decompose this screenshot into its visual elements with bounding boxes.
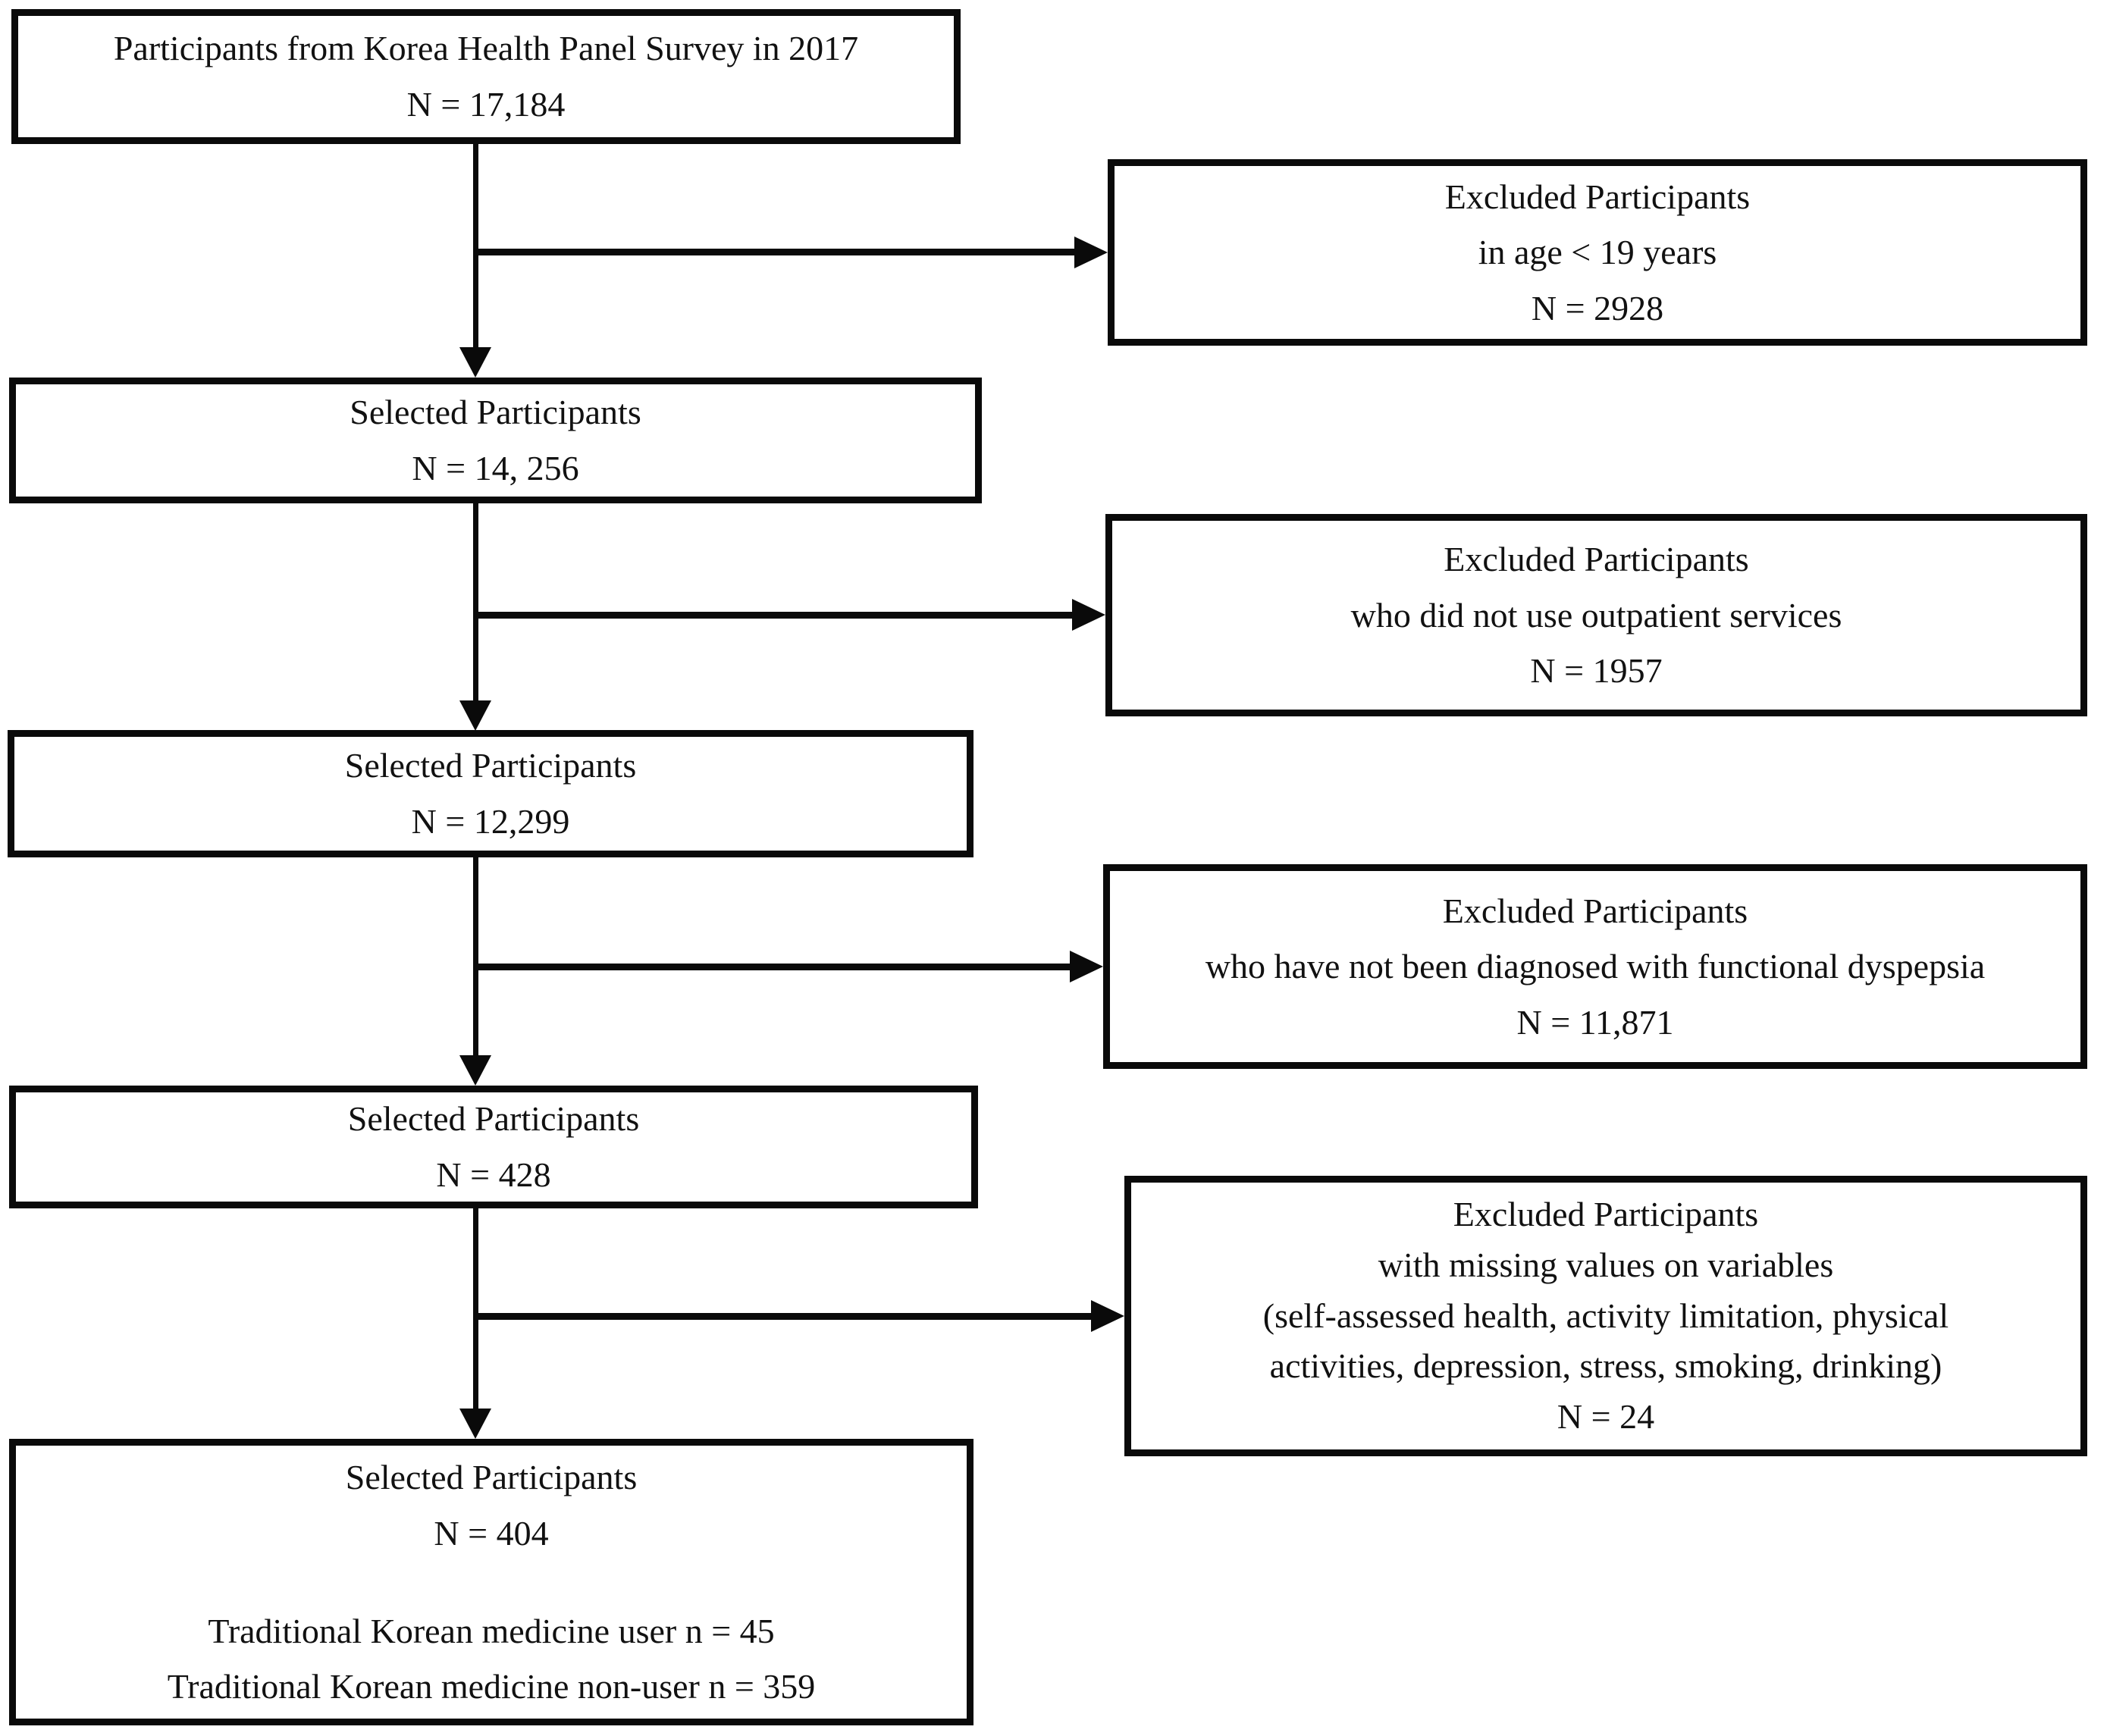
arrowhead-right-icon <box>1072 599 1105 631</box>
box-text-line: Excluded Participants <box>1453 1195 1759 1234</box>
connector-line-down-4 <box>473 1208 478 1412</box>
box-text-line: (self-assessed health, activity limitati… <box>1262 1296 1949 1335</box>
connector-line-right-3 <box>476 964 1070 970</box>
flow-box-selected-2: Selected Participants N = 12,299 <box>8 730 973 857</box>
box-text-line: Selected Participants <box>345 1458 638 1497</box>
box-count: N = 24 <box>1557 1397 1655 1437</box>
box-count: N = 404 <box>434 1513 549 1553</box>
flow-box-excluded-age: Excluded Participants in age < 19 years … <box>1108 159 2087 346</box>
flow-box-excluded-missing-values: Excluded Participants with missing value… <box>1124 1176 2087 1456</box>
box-count: N = 2928 <box>1531 288 1664 327</box>
arrowhead-down-icon <box>459 1055 491 1086</box>
arrowhead-right-icon <box>1091 1300 1124 1332</box>
flow-box-selected-3: Selected Participants N = 428 <box>9 1086 978 1208</box>
box-count: N = 1957 <box>1530 651 1663 691</box>
box-text-line: activities, depression, stress, smoking,… <box>1269 1346 1942 1386</box>
flow-box-excluded-dyspepsia: Excluded Participants who have not been … <box>1103 864 2087 1069</box>
box-count: N = 17,184 <box>406 85 566 124</box>
box-text-line: Excluded Participants <box>1444 177 1751 216</box>
box-text-line: Excluded Participants <box>1442 891 1748 930</box>
box-count: N = 428 <box>436 1155 551 1194</box>
connector-line-right-1 <box>476 249 1075 255</box>
arrowhead-right-icon <box>1074 237 1108 268</box>
box-count: N = 12,299 <box>411 802 570 841</box>
box-text-line: Excluded Participants <box>1444 540 1749 579</box>
box-text-line: in age < 19 years <box>1478 233 1717 272</box>
connector-line-down-2 <box>473 503 478 702</box>
flow-box-excluded-outpatient: Excluded Participants who did not use ou… <box>1105 514 2087 716</box>
box-text-line: Participants from Korea Health Panel Sur… <box>113 29 859 68</box>
arrowhead-down-icon <box>459 1409 491 1439</box>
box-count: N = 11,871 <box>1516 1002 1674 1042</box>
flow-box-selected-1: Selected Participants N = 14, 256 <box>9 378 982 503</box>
connector-line-right-4 <box>476 1313 1091 1320</box>
arrowhead-down-icon <box>459 700 491 731</box>
box-text-line: who did not use outpatient services <box>1350 595 1842 635</box>
box-text-line: Selected Participants <box>350 393 641 432</box>
tkm-user-count: Traditional Korean medicine user n = 45 <box>208 1611 775 1650</box>
tkm-nonuser-count: Traditional Korean medicine non-user n =… <box>167 1667 816 1706</box>
final-subgroups: Traditional Korean medicine user n = 45 … <box>168 1603 816 1715</box>
connector-line-right-2 <box>476 612 1072 619</box>
arrowhead-right-icon <box>1070 951 1103 982</box>
box-text-line: Selected Participants <box>347 1099 640 1139</box>
connector-line-down-1 <box>473 144 478 350</box>
box-text-line: Selected Participants <box>344 746 637 785</box>
flow-box-final-sample: Selected Participants N = 404 Traditiona… <box>9 1439 973 1725</box>
flow-box-survey-population: Participants from Korea Health Panel Sur… <box>11 9 961 144</box>
box-text-line: who have not been diagnosed with functio… <box>1205 947 1986 986</box>
box-count: N = 14, 256 <box>412 449 579 487</box>
arrowhead-down-icon <box>459 347 491 378</box>
box-text-line: with missing values on variables <box>1378 1245 1834 1284</box>
connector-line-down-3 <box>473 857 478 1058</box>
